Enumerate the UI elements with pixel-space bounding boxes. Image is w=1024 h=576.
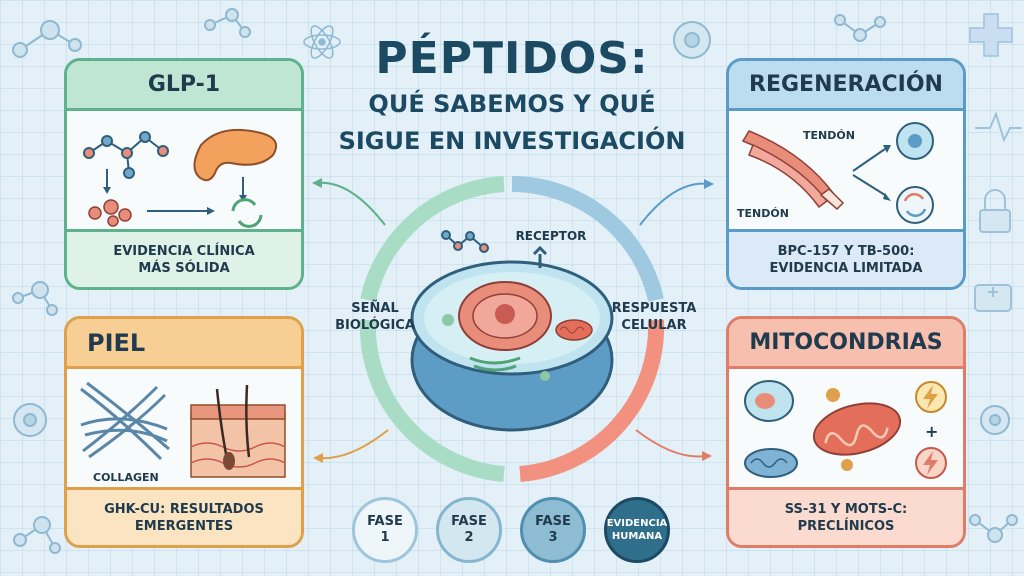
cell-icon [744,380,794,422]
glp1-illustration [83,128,277,228]
piel-illustration [80,381,286,478]
phase-badge-1: FASE 1 [352,497,418,563]
mitochondria-small-icon [744,448,798,478]
golgi-icon [469,356,521,372]
card-mitocondrias: MITOCONDRIAS + [726,316,966,548]
arrow-to-regen [639,182,709,226]
card-heading: PIEL [67,319,301,369]
title-line-1: QUÉ SABEMOS Y QUÉ [368,90,656,118]
cell-icon [896,122,934,160]
arrow-to-mito [635,429,706,458]
card-heading: REGENERACIÓN [729,61,963,111]
molecule-icon [13,516,61,554]
cell-icon [980,405,1010,435]
regen-illustration [741,122,934,224]
card-illustration: + [729,369,963,487]
gear-icon [826,388,853,471]
cycle-arrows-icon [231,198,263,228]
card-footer: EVIDENCIA CLÍNICA MÁS SÓLIDA [67,229,301,287]
card-illustration: TENDÓN TENDÓN [729,111,963,229]
phase-ring [359,176,665,482]
arrow-to-piel [319,429,389,460]
connector-arrows [312,178,714,463]
card-heading: GLP-1 [67,61,301,111]
title-main: PÉPTIDOS: [375,33,649,84]
response-label: RESPUESTA CELULAR [611,301,697,333]
card-piel: PIEL COLLAGEN GHK-CU: RESULTADOS EMERGEN… [64,316,304,548]
molecule-icon [969,514,1018,543]
arrow-to-glp1 [317,181,386,226]
padlock-icon [979,189,1011,233]
card-illustration [67,111,301,229]
heartbeat-icon [975,111,1022,143]
plus-cross-icon [969,13,1013,57]
skin-layers-icon [190,384,286,478]
page-title: PÉPTIDOS: QUÉ SABEMOS Y QUÉ SIGUE EN INV… [300,34,724,158]
collagen-fibers-icon [80,381,170,461]
atom-icon [303,25,341,59]
phase-badge-2: FASE 2 [436,497,502,563]
mitochondria-icon [812,402,902,456]
mito-illustration: + [744,380,947,479]
card-footer: BPC-157 Y TB-500: EVIDENCIA LIMITADA [729,229,963,287]
cell-icon [13,403,47,437]
phase-badge-human-evidence: EVIDENCIA HUMANA [604,497,670,563]
regenerating-cell-icon [896,186,934,224]
cell-icon [673,21,711,59]
tendon-label-bottom: TENDÓN [737,207,789,220]
molecule-cluster-icon [88,199,132,227]
card-heading: MITOCONDRIAS [729,319,963,369]
signal-label: SEÑAL BIOLÓGICA [335,301,415,333]
tendon-icon [741,130,845,211]
card-glp1: GLP-1 EVIDENCIA CLÍNICA MÁS SÓLIDA [64,58,304,290]
card-footer: GHK-CU: RESULTADOS EMERGENTES [67,487,301,545]
receptor-label: RECEPTOR [515,229,587,243]
tendon-label-top: TENDÓN [803,129,855,142]
medical-kit-icon [974,284,1012,312]
svg-text:+: + [925,422,938,441]
molecule-icon [12,281,58,316]
pancreas-icon [193,128,277,182]
card-footer: SS-31 Y MOTS-C: PRECLÍNICOS [729,487,963,545]
molecule-icon [12,20,82,58]
collagen-label: COLLAGEN [93,471,159,484]
molecule-icon [834,14,886,42]
nucleus-icon [458,281,552,351]
title-line-2: SIGUE EN INVESTIGACIÓN [338,127,686,155]
molecule-icon [83,131,169,179]
card-illustration: COLLAGEN [67,369,301,487]
peptide-molecule-icon [441,230,489,253]
phase-badge-3: FASE 3 [520,497,586,563]
card-regeneracion: REGENERACIÓN TENDÓN TENDÓN B [726,58,966,290]
mitochondria-icon [555,319,593,341]
energy-icon: + [915,381,947,479]
receptor-icon [532,245,548,268]
cell-illustration [410,230,614,432]
molecule-icon [204,8,251,38]
